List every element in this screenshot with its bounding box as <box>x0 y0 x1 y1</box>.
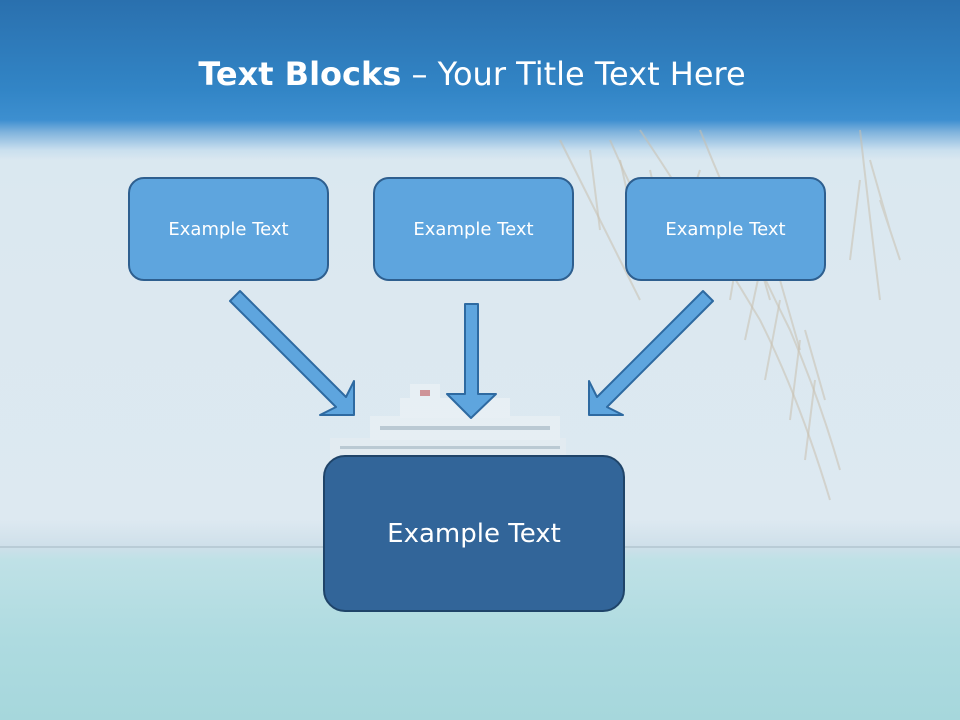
text-block-right[interactable]: Example Text <box>625 177 826 281</box>
arrow-center-down[interactable] <box>446 303 497 419</box>
title-bold-part: Text Blocks <box>198 55 402 93</box>
text-block-bottom[interactable]: Example Text <box>323 455 625 612</box>
text-block-right-label: Example Text <box>665 218 786 240</box>
text-block-center[interactable]: Example Text <box>373 177 574 281</box>
text-block-center-label: Example Text <box>413 218 534 240</box>
arrow-right-down-left[interactable] <box>588 290 714 416</box>
text-block-left[interactable]: Example Text <box>128 177 329 281</box>
arrow-left-down-right[interactable] <box>229 290 355 416</box>
text-block-left-label: Example Text <box>168 218 289 240</box>
text-block-bottom-label: Example Text <box>387 518 561 549</box>
title-regular-part: Your Title Text Here <box>437 55 746 93</box>
title-banner <box>0 0 960 160</box>
slide-title: Text Blocks – Your Title Text Here <box>0 52 944 96</box>
title-dash: – <box>401 55 438 93</box>
